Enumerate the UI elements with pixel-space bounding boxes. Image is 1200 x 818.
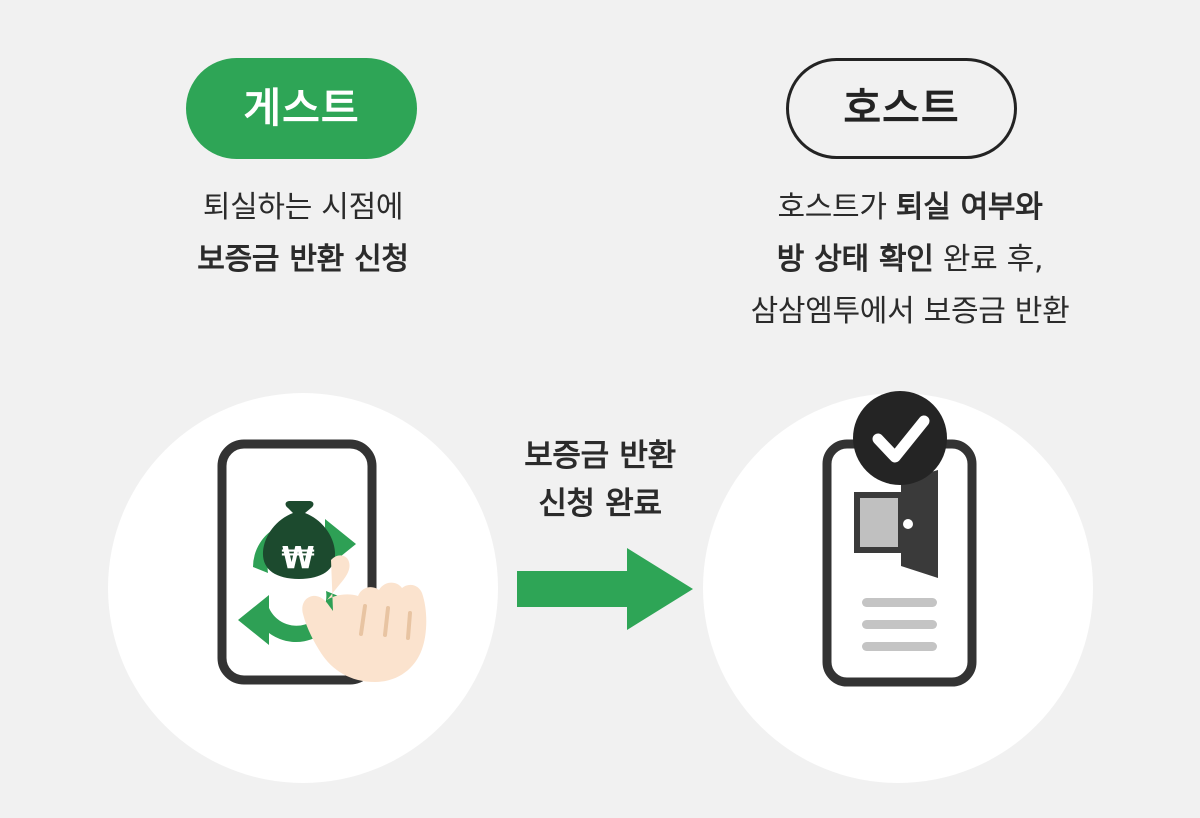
caption-host: 호스트가 퇴실 여부와 방 상태 확인 완료 후, 삼삼엠투에서 보증금 반환	[700, 182, 1120, 338]
right-arrow-icon	[517, 548, 693, 630]
caption-guest: 퇴실하는 시점에 보증금 반환 신청	[103, 182, 503, 286]
badge-host: 호스트	[786, 58, 1017, 159]
money-bag-icon: ₩	[262, 501, 336, 579]
caption-host-line2: 방 상태 확인 완료 후,	[776, 242, 1044, 277]
center-label-line2: 신청 완료	[538, 486, 662, 522]
won-symbol-icon: ₩	[281, 541, 314, 576]
center-label-line1: 보증금 반환	[524, 438, 676, 474]
pointing-hand-icon	[302, 555, 427, 682]
caption-guest-line1: 퇴실하는 시점에	[202, 190, 404, 225]
caption-host-line1: 호스트가 퇴실 여부와	[777, 190, 1043, 225]
caption-guest-line2: 보증금 반환 신청	[197, 242, 409, 277]
open-door-icon	[854, 470, 938, 578]
badge-guest: 게스트	[186, 58, 417, 159]
document-text-lines	[862, 598, 937, 651]
center-label: 보증금 반환 신청 완료	[495, 432, 705, 528]
caption-host-line3: 삼삼엠투에서 보증금 반환	[750, 294, 1070, 329]
check-badge-icon	[853, 391, 947, 485]
